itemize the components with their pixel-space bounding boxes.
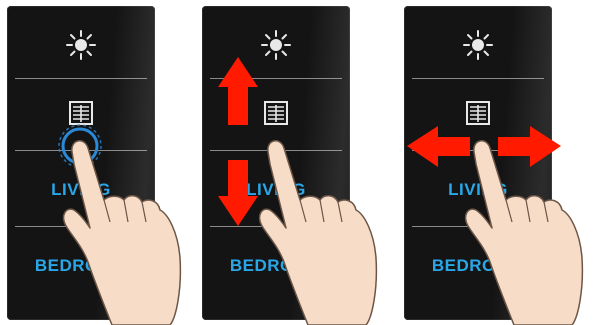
pointing-hand-icon	[62, 140, 182, 325]
arrow-down-icon	[218, 160, 258, 226]
pointing-hand-icon	[258, 140, 378, 325]
divider	[15, 78, 147, 79]
arrow-left-icon	[407, 126, 470, 167]
control-panel-tap: LIVING BEDROOM	[7, 6, 155, 320]
sun-icon[interactable]	[462, 29, 494, 61]
arrow-up-icon	[218, 57, 258, 125]
sun-icon[interactable]	[260, 29, 292, 61]
sun-icon[interactable]	[65, 29, 97, 61]
pointing-hand-icon	[464, 140, 584, 325]
blind-icon[interactable]	[264, 101, 288, 125]
divider	[412, 78, 544, 79]
blind-icon[interactable]	[466, 101, 490, 125]
blind-icon[interactable]	[69, 101, 93, 125]
divider	[210, 78, 342, 79]
arrow-right-icon	[498, 126, 561, 167]
